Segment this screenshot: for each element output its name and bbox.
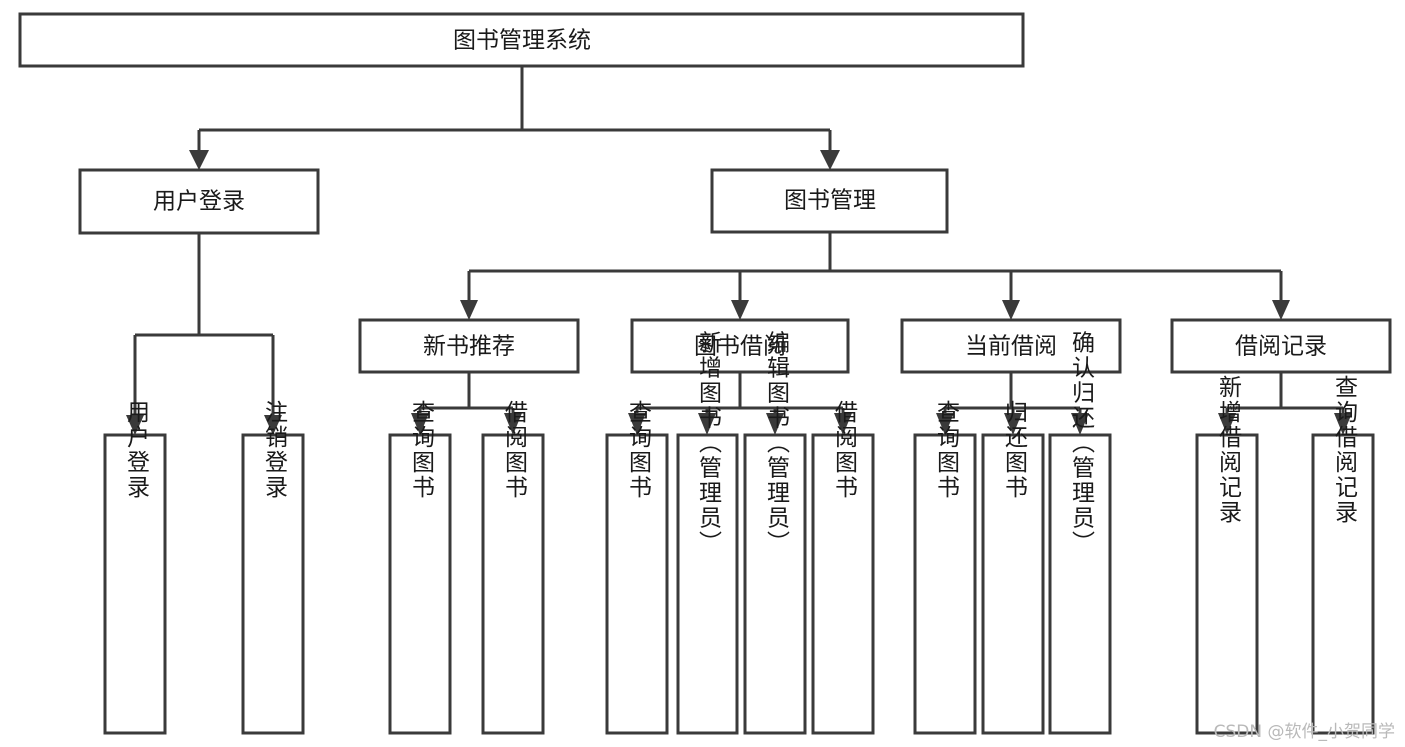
leaf-edit-book-box[interactable] xyxy=(743,433,807,735)
node-current-borrow[interactable]: 当前借阅 xyxy=(900,318,1122,374)
node-user-login-box[interactable] xyxy=(78,168,320,235)
leaf-query-book-2[interactable]: 查询图书 xyxy=(605,400,669,735)
arrowhead-user-login xyxy=(189,150,209,170)
leaf-query-book-3[interactable]: 查询图书 xyxy=(913,400,977,735)
leaf-borrow-book-1-box[interactable] xyxy=(481,433,545,735)
node-root-box[interactable] xyxy=(18,12,1025,68)
node-book-management[interactable]: 图书管理 xyxy=(710,168,949,234)
arrowhead-leaf-user-login xyxy=(126,415,144,435)
arrowhead-leaf-return-book xyxy=(1004,413,1022,435)
leaf-query-book-3-box[interactable] xyxy=(913,433,977,735)
leaf-query-book-1-label: 查询图书 xyxy=(408,400,436,500)
leaf-return-book-box[interactable] xyxy=(981,433,1045,735)
node-root-label: 图书管理系统 xyxy=(453,28,591,54)
leaf-query-book-2-label: 查询图书 xyxy=(625,400,653,500)
leaf-return-book-label: 归还图书 xyxy=(1001,400,1029,500)
node-new-book-recommend-box[interactable] xyxy=(358,318,580,374)
leaf-return-book[interactable]: 归还图书 xyxy=(981,400,1045,735)
node-book-borrow[interactable]: 图书借阅 xyxy=(630,318,850,374)
leaf-query-book-3-label: 查询图书 xyxy=(933,400,961,500)
arrowhead-leaf-add-book xyxy=(698,413,716,435)
leaf-confirm-return-label: 确认归还（管理员） xyxy=(1068,331,1096,556)
arrowhead-leaf-query-book-3 xyxy=(936,413,954,435)
leaf-edit-book-label: 编辑图书（管理员） xyxy=(763,331,791,556)
node-borrow-record[interactable]: 借阅记录 xyxy=(1170,318,1392,374)
leaf-query-record[interactable]: 查询借阅记录 xyxy=(1311,375,1375,735)
leaf-borrow-book-2-box[interactable] xyxy=(811,433,875,735)
arrowhead-book-management xyxy=(820,150,840,170)
leaf-query-record-box[interactable] xyxy=(1311,433,1375,735)
node-borrow-record-label: 借阅记录 xyxy=(1235,334,1327,360)
leaf-confirm-return[interactable]: 确认归还（管理员） xyxy=(1048,331,1112,735)
leaf-borrow-book-2[interactable]: 借阅图书 xyxy=(811,400,875,735)
arrowhead-leaf-query-book-1 xyxy=(411,413,429,435)
arrowhead-leaf-borrow-book-1 xyxy=(504,413,522,435)
node-book-borrow-label: 图书借阅 xyxy=(694,334,786,360)
leaf-user-login-label: 用户登录 xyxy=(123,400,151,500)
node-new-book-recommend[interactable]: 新书推荐 xyxy=(358,318,580,374)
arrowhead-leaf-add-record xyxy=(1218,413,1236,435)
leaf-borrow-book-2-label: 借阅图书 xyxy=(831,400,859,500)
arrowhead-book-borrow xyxy=(731,300,749,320)
leaf-add-record-box[interactable] xyxy=(1195,433,1259,735)
leaf-logout-login-label: 注销登录 xyxy=(261,400,289,500)
node-root[interactable]: 图书管理系统 xyxy=(18,12,1025,68)
leaf-query-record-label: 查询借阅记录 xyxy=(1331,375,1359,525)
node-book-borrow-box[interactable] xyxy=(630,318,850,374)
node-borrow-record-box[interactable] xyxy=(1170,318,1392,374)
arrowhead-leaf-logout-login xyxy=(264,415,282,435)
leaf-add-record-label: 新增借阅记录 xyxy=(1215,375,1243,525)
arrowhead-leaf-confirm-return xyxy=(1071,413,1089,435)
leaf-query-book-1-box[interactable] xyxy=(388,433,452,735)
arrowhead-leaf-edit-book xyxy=(766,413,784,435)
leaf-query-book-2-box[interactable] xyxy=(605,433,669,735)
arrowhead-leaf-query-book-2 xyxy=(628,413,646,435)
leaf-add-book-label: 新增图书（管理员） xyxy=(695,331,723,556)
node-user-login-label: 用户登录 xyxy=(153,189,245,215)
leaf-edit-book[interactable]: 编辑图书（管理员） xyxy=(743,331,807,735)
leaf-user-login[interactable]: 用户登录 xyxy=(103,400,167,735)
leaf-borrow-book-1-label: 借阅图书 xyxy=(501,400,529,500)
leaf-borrow-book-1[interactable]: 借阅图书 xyxy=(481,400,545,735)
leaf-add-record[interactable]: 新增借阅记录 xyxy=(1195,375,1259,735)
node-user-login[interactable]: 用户登录 xyxy=(78,168,320,235)
arrowhead-leaf-borrow-book-2 xyxy=(834,413,852,435)
arrowhead-new-book-recommend xyxy=(460,300,478,320)
arrowhead-borrow-record xyxy=(1272,300,1290,320)
leaf-add-book-box[interactable] xyxy=(676,433,739,735)
leaf-logout-login[interactable]: 注销登录 xyxy=(241,400,305,735)
arrowhead-current-borrow xyxy=(1002,300,1020,320)
leaf-query-book-1[interactable]: 查询图书 xyxy=(388,400,452,735)
edges-group xyxy=(126,66,1352,435)
node-current-borrow-label: 当前借阅 xyxy=(965,334,1057,360)
node-book-management-label: 图书管理 xyxy=(784,188,876,214)
leaf-add-book[interactable]: 新增图书（管理员） xyxy=(676,331,739,735)
leaf-logout-login-box[interactable] xyxy=(241,433,305,735)
node-current-borrow-box[interactable] xyxy=(900,318,1122,374)
node-new-book-recommend-label: 新书推荐 xyxy=(423,334,515,360)
leaf-user-login-box[interactable] xyxy=(103,433,167,735)
arrowhead-leaf-query-record xyxy=(1334,413,1352,435)
leaf-confirm-return-box[interactable] xyxy=(1048,433,1112,735)
node-book-management-box[interactable] xyxy=(710,168,949,234)
